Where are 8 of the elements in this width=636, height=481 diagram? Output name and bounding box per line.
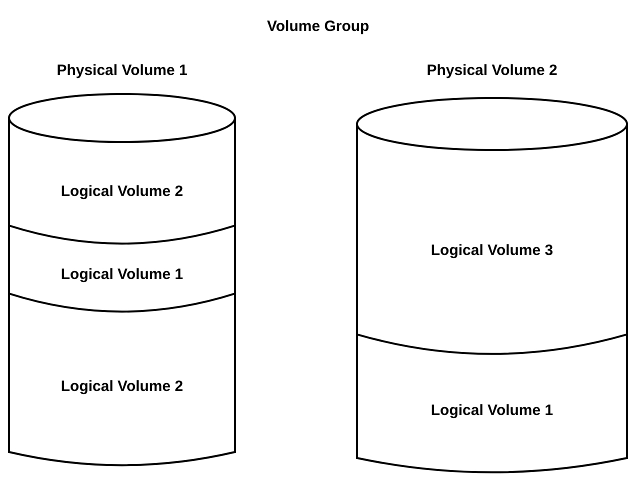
volume-label: Logical Volume 2 — [60, 378, 184, 394]
diagram-title: Volume Group — [267, 18, 370, 35]
volume-label: Logical Volume 1 — [60, 266, 184, 282]
volume-heading: Physical Volume 2 — [426, 62, 558, 79]
volume-label: Logical Volume 2 — [60, 182, 184, 200]
volume-heading: Physical Volume 1 — [56, 62, 188, 79]
volume-label: Logical Volume 1 — [430, 402, 554, 419]
volume-label: Logical Volume 3 — [430, 242, 554, 258]
